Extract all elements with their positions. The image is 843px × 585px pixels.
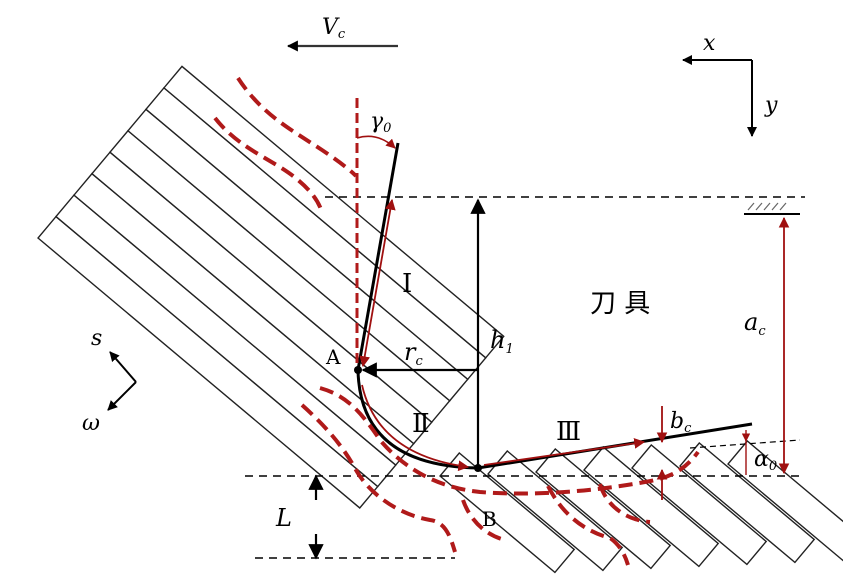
s-label: s — [91, 326, 102, 351]
r-label: rc — [404, 338, 423, 369]
point-a-label: A — [325, 345, 341, 369]
lamella-strip-bottom — [439, 452, 576, 574]
point-a-marker — [354, 366, 362, 374]
dimension-lines — [359, 198, 790, 500]
s-omega-axes — [107, 351, 137, 411]
coordinate-axes — [682, 55, 757, 137]
gamma-label: γ0 — [370, 109, 391, 136]
velocity-label: Vc — [322, 15, 346, 42]
axis-x-label: x — [703, 31, 716, 56]
point-b-label: B — [482, 507, 497, 531]
chip-lamellae-bottom — [439, 440, 843, 574]
zone-2-label: Ⅱ — [412, 409, 430, 439]
lamella-strip-bottom — [727, 440, 843, 562]
tool-label: 刀 具 — [590, 289, 650, 319]
lamella-strip-bottom — [679, 442, 816, 564]
omega-label: ω — [82, 411, 100, 436]
zone-3-label: Ⅲ — [556, 417, 581, 447]
axis-y-label: y — [764, 93, 778, 118]
hatch-mark — [747, 202, 787, 211]
b-label: bc — [670, 409, 692, 436]
h-label: h1 — [490, 326, 514, 357]
black-dimension-lines — [308, 198, 486, 560]
a-label: ac — [744, 308, 766, 339]
lamella-strip-bottom — [487, 450, 624, 572]
L-label: L — [275, 504, 292, 532]
shear-band-curves — [213, 76, 700, 566]
alpha-label: α0 — [754, 447, 777, 474]
lamella-strip-bottom — [583, 446, 720, 568]
chip-lamellae-left — [37, 65, 505, 509]
rake-angle-arc — [356, 135, 396, 149]
point-b-marker — [474, 464, 482, 472]
zone-1-label: Ⅰ — [402, 269, 412, 299]
